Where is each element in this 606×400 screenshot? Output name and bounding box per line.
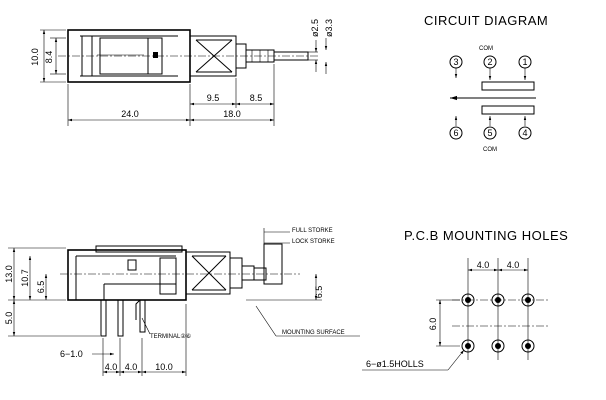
- side-knob: [263, 243, 283, 285]
- dim-6-5-right: 6.5: [314, 286, 324, 299]
- pcb-holes-label: 6−ø1.5HOLLS: [366, 359, 424, 369]
- terminal-3: [139, 299, 146, 333]
- pcb-dim-h2: 4.0: [507, 260, 520, 270]
- dim-6-1: 6−1.0: [60, 349, 83, 359]
- pcb-title: P.C.B MOUNTING HOLES: [404, 228, 568, 243]
- lock-stroke-label: LOCK STORKE: [292, 239, 335, 245]
- side-view: FULL STORKE LOCK STORKE 13.0 10.7 6.5 5.…: [4, 228, 360, 376]
- svg-text:3: 3: [453, 57, 458, 67]
- top-view: 10.0 8.4 ø2.5 ø3.3 9.5 8.5 24.0 18.0: [30, 19, 334, 126]
- pcb-dim-v: 6.0: [428, 318, 438, 331]
- dim-height-outer: 10.0: [30, 48, 40, 66]
- dim-bottom-4b: 4.0: [125, 362, 138, 372]
- dim-24: 24.0: [121, 109, 139, 119]
- svg-text:1: 1: [522, 57, 527, 67]
- svg-text:6: 6: [453, 128, 458, 138]
- circuit-diagram: CIRCUIT DIAGRAM COM 3 2 1 6 5 4 COM: [424, 13, 548, 153]
- dim-9-5: 9.5: [207, 93, 220, 103]
- dim-bottom-4a: 4.0: [105, 362, 118, 372]
- dim-10-7: 10.7: [20, 269, 30, 287]
- circuit-title: CIRCUIT DIAGRAM: [424, 13, 548, 28]
- pcb-hole: [461, 293, 475, 307]
- dim-13: 13.0: [4, 265, 14, 283]
- dim-shaft-d1: ø2.5: [310, 19, 320, 37]
- pin-5: [483, 126, 497, 140]
- pcb-hole: [491, 293, 505, 307]
- com-top-label: COM: [479, 46, 493, 52]
- dim-shaft-d2: ø3.3: [324, 19, 334, 37]
- svg-text:2: 2: [487, 57, 492, 67]
- pcb-hole: [491, 339, 505, 353]
- dim-bottom-10: 10.0: [155, 362, 173, 372]
- contact-bottom: [481, 105, 535, 115]
- terminal-1: [100, 299, 107, 337]
- dim-5: 5.0: [4, 312, 14, 325]
- pcb-hole: [521, 293, 535, 307]
- dim-height-inner: 8.4: [44, 51, 54, 64]
- pin-6: [449, 126, 463, 140]
- dim-6-5-left: 6.5: [36, 281, 46, 294]
- contact-top: [481, 81, 535, 91]
- pcb-dim-h1: 4.0: [477, 260, 490, 270]
- com-bottom-label: COM: [483, 147, 497, 153]
- terminal-2: [117, 299, 124, 337]
- pin-4: [518, 126, 532, 140]
- svg-text:4: 4: [522, 128, 527, 138]
- dim-8-5: 8.5: [250, 93, 263, 103]
- mounting-surface-label: MOUNTING SURFACE: [282, 330, 345, 336]
- svg-text:5: 5: [487, 128, 492, 138]
- pcb-hole: [461, 339, 475, 353]
- terminal-label: TERMINAL②⑥: [150, 333, 191, 340]
- full-stroke-label: FULL STORKE: [292, 228, 333, 234]
- dim-18: 18.0: [223, 109, 241, 119]
- pcb-mounting-holes: P.C.B MOUNTING HOLES 4.0 4.0 6.0 6−ø1.5: [362, 228, 568, 371]
- pcb-hole: [521, 339, 535, 353]
